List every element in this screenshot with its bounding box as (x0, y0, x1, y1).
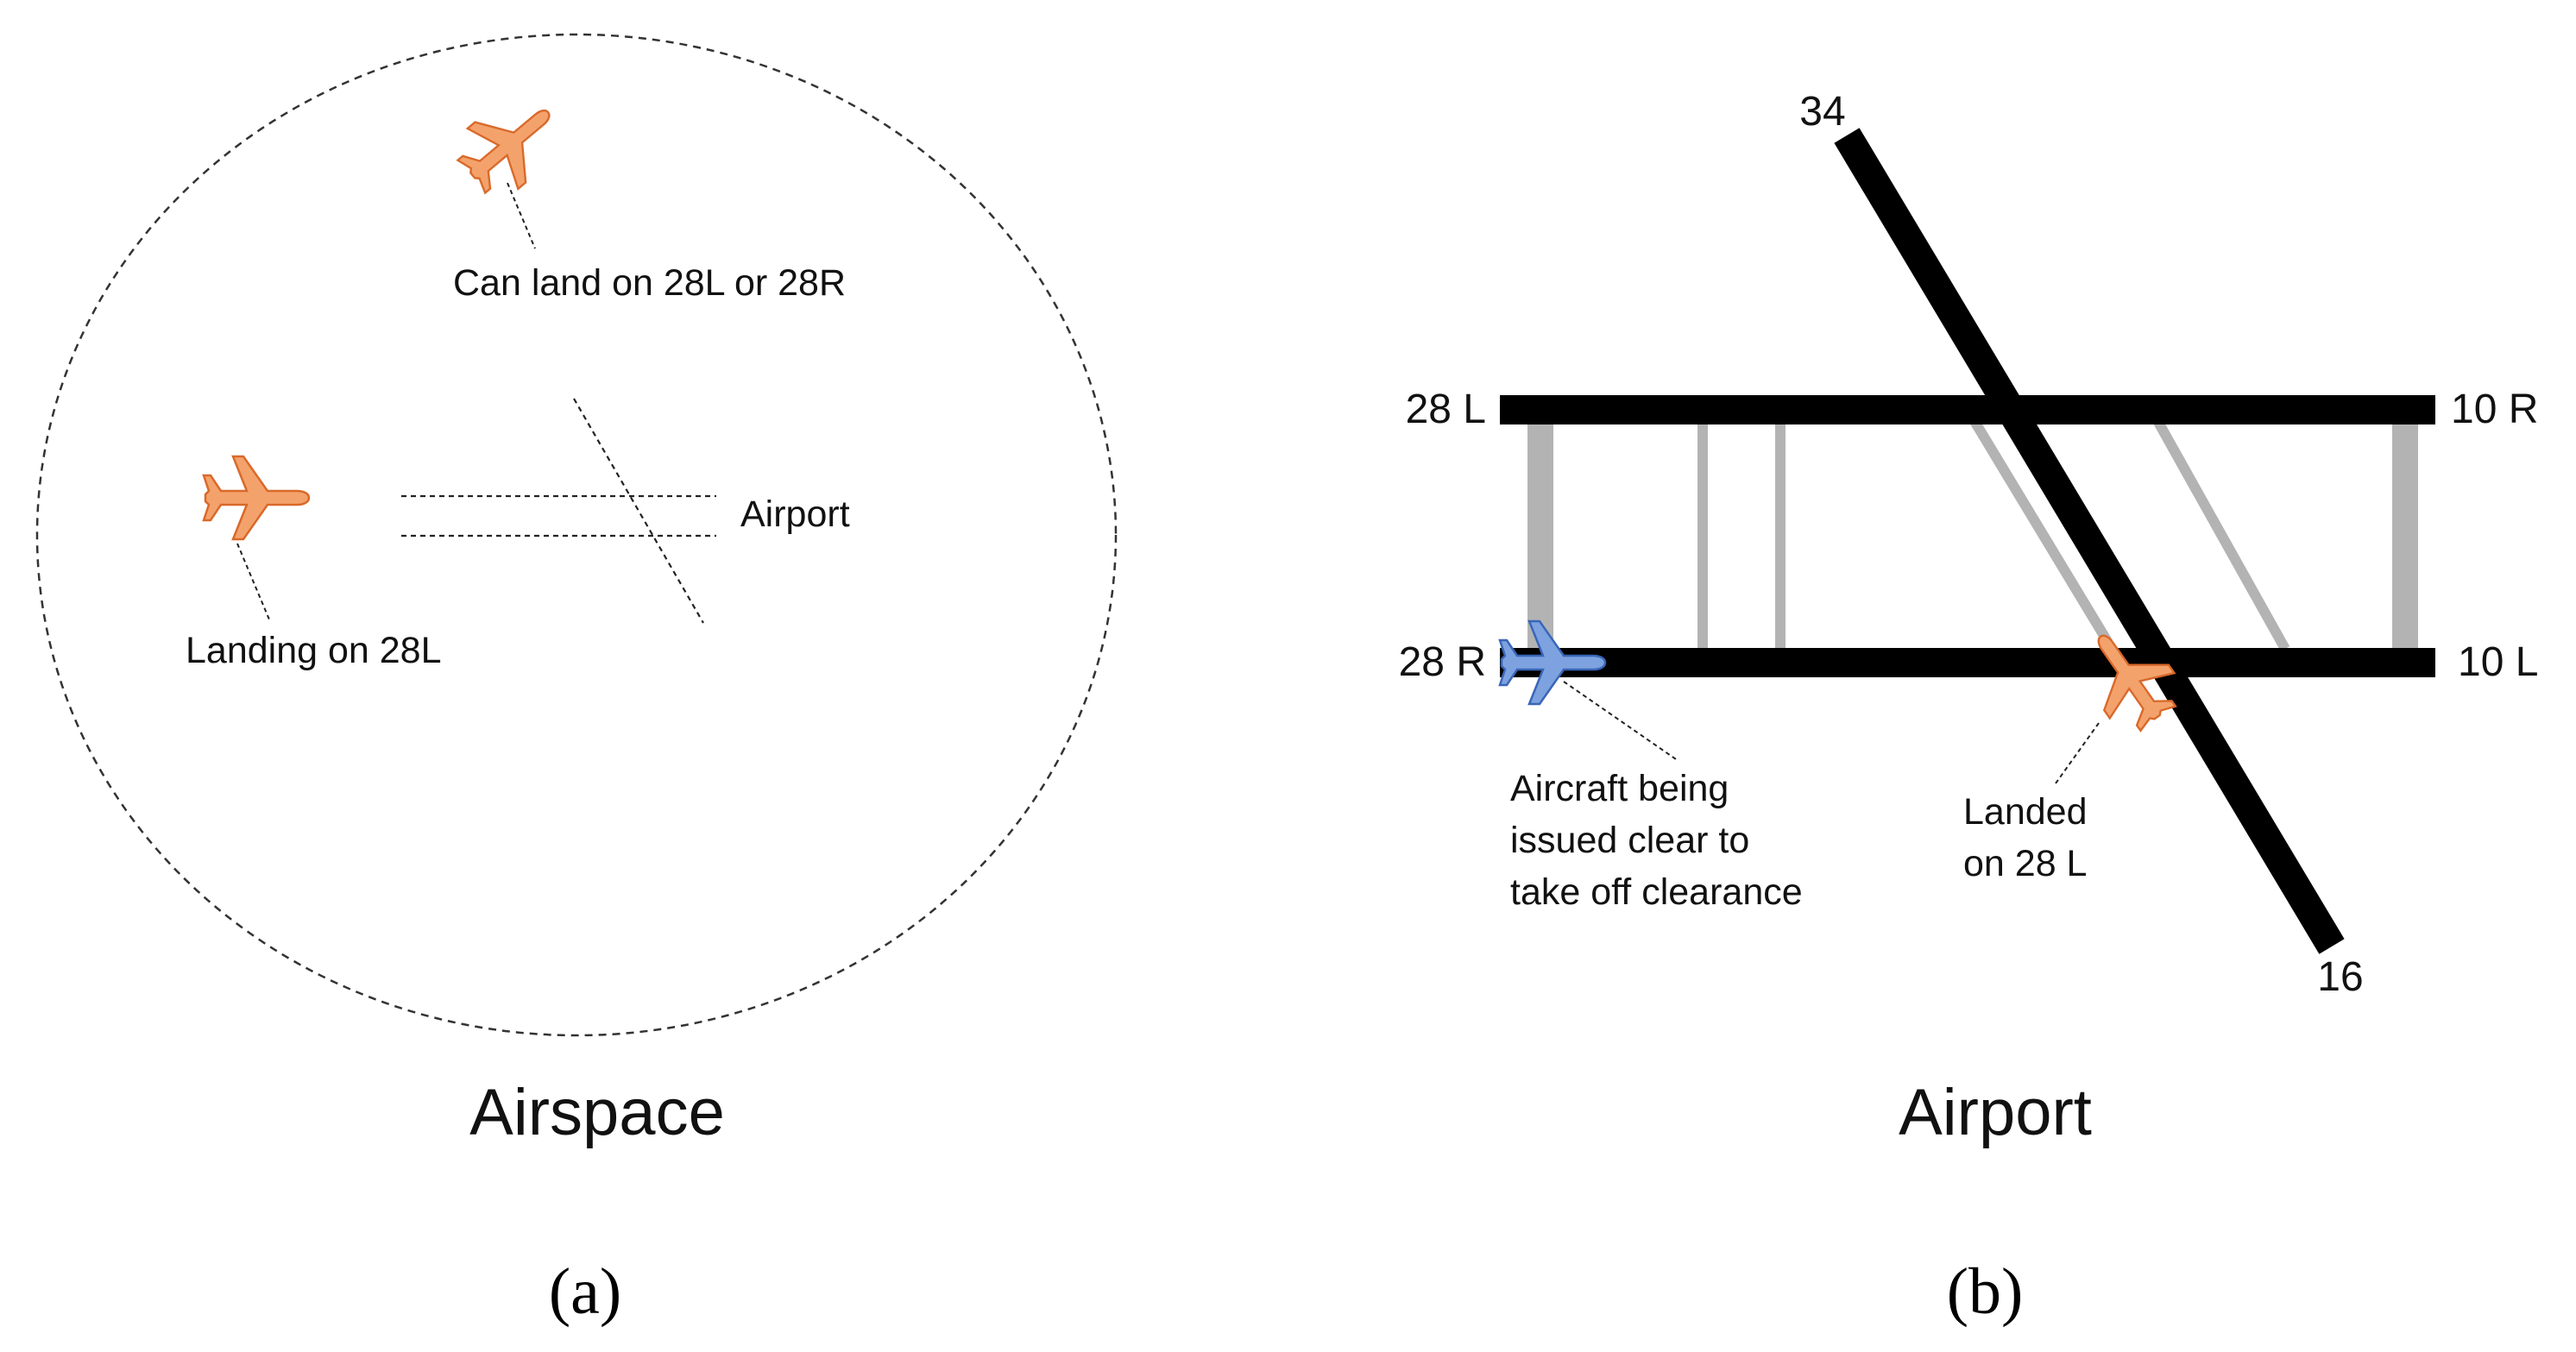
aircraft-orange-note-line-1: Landed (1963, 791, 2088, 833)
aircraft-blue-leader (1563, 681, 1679, 762)
runway-label-10l: 10 L (2458, 639, 2538, 685)
panel-a-title: Airspace (469, 1076, 725, 1149)
aircraft-blue-note-line-2: issued clear to (1510, 820, 1749, 861)
runway-label-16: 16 (2317, 954, 2363, 1000)
panel-a: Airport Can land on 28L or 28R Landing o… (35, 33, 1118, 1328)
airport-schematic (401, 398, 716, 624)
aircraft-orange-note: Landed on 28 L (1963, 791, 2097, 884)
airspace-boundary (35, 33, 1118, 1037)
airport-label: Airport (740, 494, 850, 535)
aircraft-blue-note: Aircraft being issued clear to take off … (1510, 768, 1803, 913)
runway-label-28r: 28 R (1399, 639, 1486, 685)
taxiway-5 (2146, 407, 2290, 651)
runway-34-16 (1834, 128, 2345, 954)
runways (1500, 128, 2435, 954)
aircraft-blue-note-line-3: take off clearance (1510, 871, 1803, 913)
panel-a-caption: (a) (549, 1255, 621, 1328)
aircraft-left-icon (202, 455, 311, 541)
aircraft-left-note: Landing on 28L (186, 630, 442, 671)
panel-b: 28 L 10 R 28 R 10 L 34 16 Aircraft being… (1399, 89, 2539, 1328)
runway-label-34: 34 (1799, 89, 1845, 135)
panel-b-caption: (b) (1947, 1255, 2024, 1328)
taxiways (1527, 406, 2418, 663)
aircraft-top-icon (444, 81, 575, 208)
schematic-runway-34 (573, 398, 704, 624)
runway-label-10r: 10 R (2451, 387, 2538, 432)
panel-b-title: Airport (1899, 1076, 2092, 1149)
taxiway-4 (1962, 406, 2113, 646)
aircraft-blue-note-line-1: Aircraft being (1510, 768, 1729, 809)
aircraft-left-leader (236, 543, 270, 620)
aircraft-top-note: Can land on 28L or 28R (453, 262, 846, 304)
runway-label-28l: 28 L (1406, 387, 1486, 432)
aircraft-orange-note-line-2: on 28 L (1963, 843, 2087, 884)
aircraft-top-leader (507, 182, 536, 249)
aircraft-orange-leader (2055, 722, 2100, 784)
